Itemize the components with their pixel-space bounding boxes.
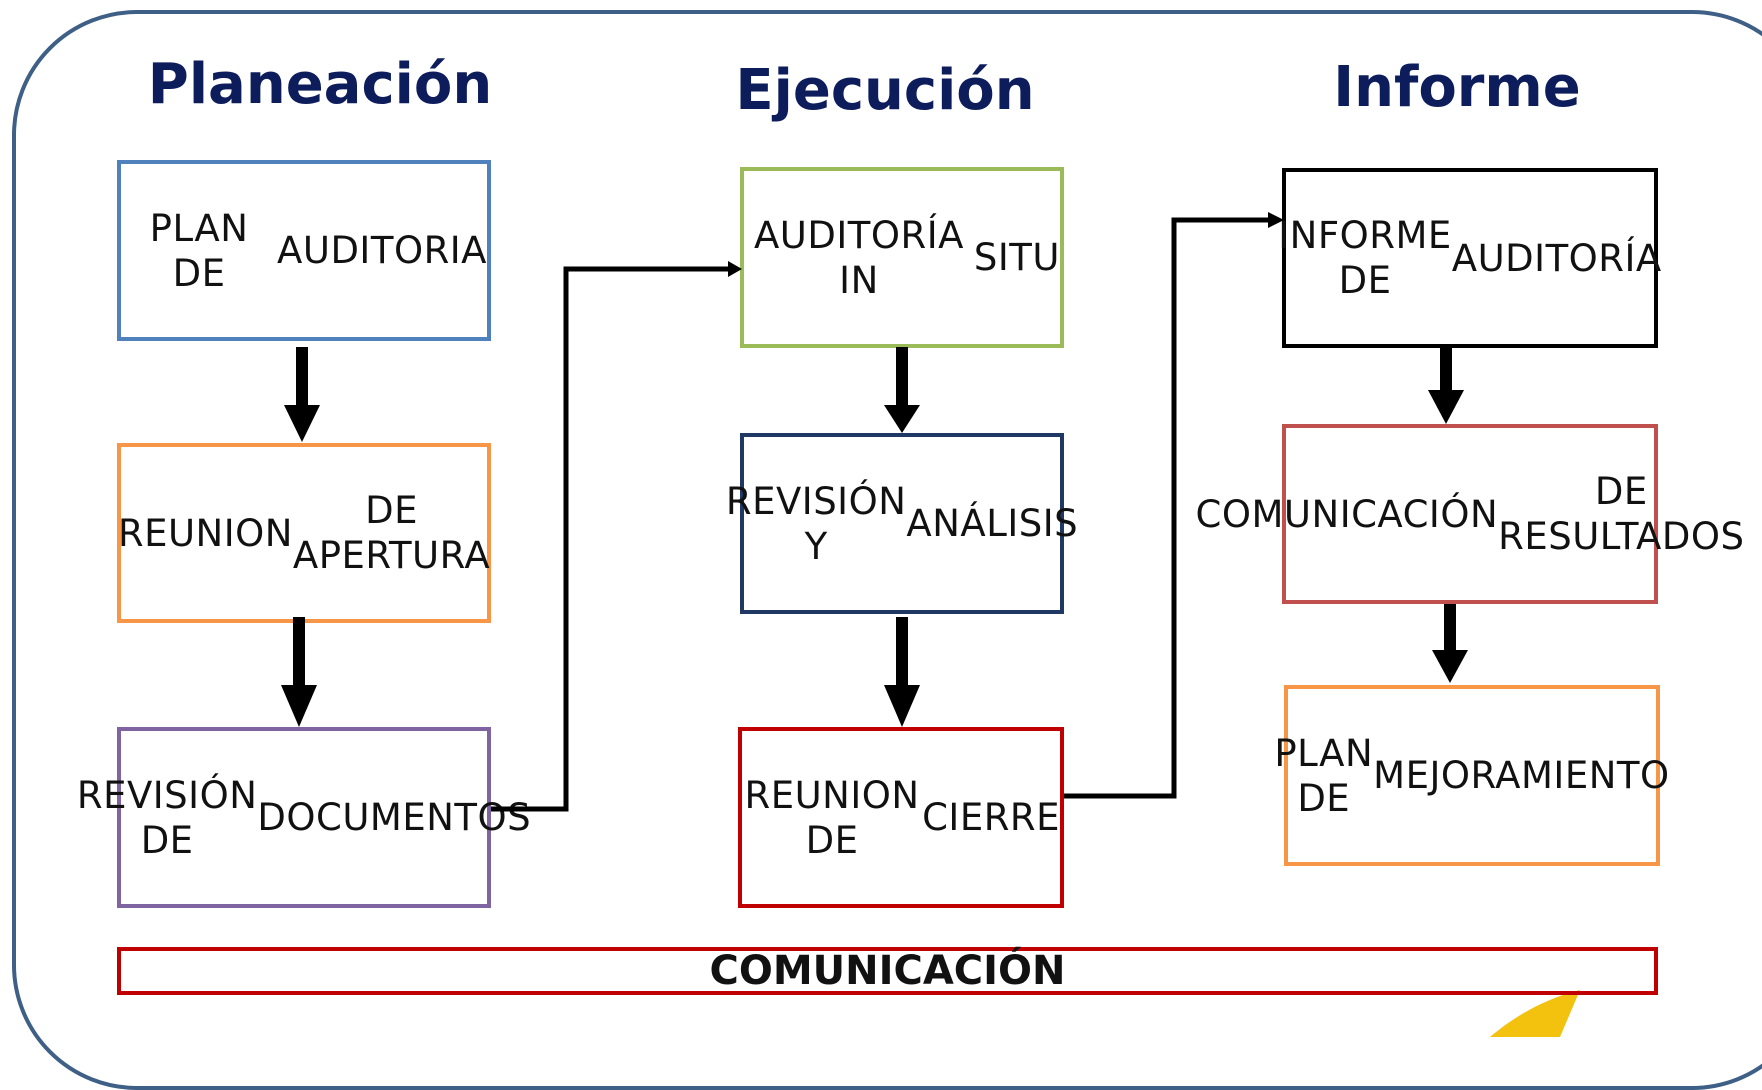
arrowhead-to-informe — [1268, 212, 1284, 228]
box-informe-de-auditoria: INFORME DE AUDITORÍA — [1278, 168, 1661, 348]
heading-informe: Informe — [1333, 55, 1581, 120]
box-label-line-1: PLAN DE — [1274, 731, 1374, 820]
connectors — [281, 212, 1468, 812]
arrow-comunicacion-to-plan-mejoramiento — [1432, 604, 1468, 683]
box-label-line-2: ANÁLISIS — [906, 502, 1079, 545]
heading-planeacion: Planeación — [147, 52, 493, 117]
connector-planeacion-to-ejecucion — [491, 266, 732, 812]
box-reunion-de-apertura: REUNION DE APERTURA — [117, 443, 491, 623]
decorative-swoosh — [1490, 990, 1580, 1037]
arrowhead-to-auditoria — [728, 261, 742, 277]
box-label-line-2: DOCUMENTOS — [257, 796, 532, 839]
box-revision-de-documentos: REVISIÓN DE DOCUMENTOS — [77, 727, 531, 908]
box-label-line-2: SITU — [973, 236, 1060, 279]
box-label-line-1: INFORME DE — [1278, 214, 1452, 302]
box-revision-y-analisis: REVISIÓN Y ANÁLISIS — [726, 433, 1078, 614]
arrow-revision-analisis-to-reunion-cierre — [884, 617, 920, 727]
box-label-line-1: REUNION DE — [744, 773, 920, 862]
box-label-line-2: DE RESULTADOS — [1498, 470, 1745, 558]
box-label-line-1: AUDITORÍA IN — [753, 213, 964, 302]
box-label-line-1: REUNION — [117, 511, 293, 555]
box-label-line-2: DE APERTURA — [292, 489, 491, 577]
box-label-line-1: REVISIÓN DE — [76, 773, 258, 862]
arrow-reunion-apertura-to-revision-documentos — [281, 617, 317, 727]
arrow-plan-to-reunion-apertura — [284, 347, 320, 442]
comunicacion-bar-label: COMUNICACIÓN — [709, 948, 1066, 994]
box-label-line-2: CIERRE — [922, 796, 1060, 839]
box-label-line-1: PLAN DE — [149, 206, 249, 295]
box-label-line-2: MEJORAMIENTO — [1373, 754, 1670, 797]
box-plan-de-auditoria: PLAN DE AUDITORIA — [117, 160, 491, 341]
arrow-auditoria-to-revision-analisis — [884, 347, 920, 433]
box-plan-de-mejoramiento: PLAN DE MEJORAMIENTO — [1274, 685, 1669, 866]
box-auditoria-in-situ: AUDITORÍA IN SITU — [740, 167, 1064, 348]
arrow-informe-to-comunicacion — [1428, 347, 1464, 424]
connector-ejecucion-to-informe — [1064, 217, 1273, 799]
heading-ejecucion: Ejecución — [735, 58, 1035, 123]
box-label-line-2: AUDITORÍA — [1451, 236, 1662, 280]
comunicacion-bar: COMUNICACIÓN — [117, 947, 1658, 995]
box-label-line-1: COMUNICACIÓN — [1195, 492, 1499, 536]
box-comunicacion-de-resultados: COMUNICACIÓN DE RESULTADOS — [1196, 424, 1744, 604]
box-label-line-1: REVISIÓN Y — [725, 479, 907, 568]
box-label-line-2: AUDITORIA — [277, 229, 487, 272]
box-reunion-de-cierre: REUNION DE CIERRE — [738, 727, 1064, 908]
